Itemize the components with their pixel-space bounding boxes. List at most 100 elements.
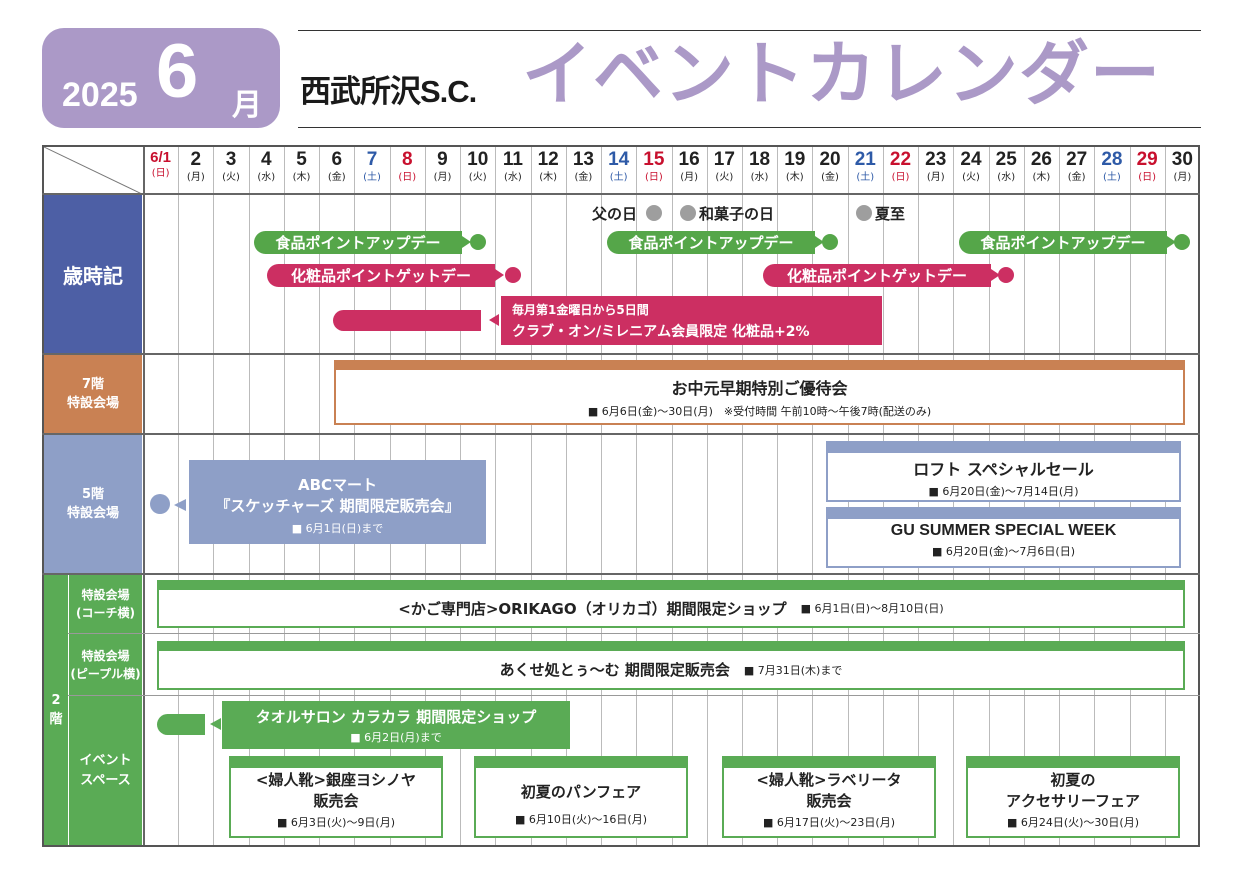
calendar-table (42, 145, 1200, 847)
arrow-icon (210, 718, 221, 730)
month-suffix: 月 (232, 88, 262, 123)
day-grid-line (777, 147, 778, 845)
header-bottom-rule (298, 127, 1201, 128)
club-on-line2: クラブ・オン/ミレニアム会員限定 化粧品+2% (512, 324, 810, 340)
day-weekday: (日) (398, 172, 417, 183)
day-number: 10 (467, 149, 489, 170)
akuse-period: ■ 7月31日(木)まで (743, 663, 843, 677)
day-number: 26 (1030, 149, 1052, 170)
ochugen-title: お中元早期特別ご優待会 (671, 379, 848, 398)
row-label-5f: 5階 特設会場 (44, 435, 142, 573)
cosme-point-dot-2 (998, 267, 1014, 283)
abc-mart-event: ABCマート 『スケッチャーズ 期間限定販売会』 ■ 6月1日(日)まで (189, 460, 486, 544)
loft-period: ■ 6月20日(金)～7月14日(月) (928, 485, 1079, 498)
day-grid-line (707, 147, 708, 845)
yoshinoya-title: <婦人靴>銀座ヨシノヤ (255, 771, 417, 789)
day-number: 17 (713, 149, 735, 170)
cosme-point-day-2: 化粧品ポイントゲットデー (763, 264, 991, 287)
day-weekday: (月) (433, 172, 452, 183)
abc-mart-dot (150, 494, 170, 514)
day-weekday: (火) (962, 172, 980, 183)
month-number: 6 (156, 29, 199, 114)
day-number: 29 (1136, 149, 1158, 170)
day-weekday: (月) (680, 172, 699, 183)
day-header-cell: 7(土) (354, 150, 389, 183)
day-header-cell: 22 (日) (883, 150, 918, 183)
day-number: 7 (366, 149, 378, 170)
day-header-cell: 27 (金) (1059, 150, 1094, 183)
abc-mart-subtitle: 『スケッチャーズ 期間限定販売会』 (215, 497, 460, 515)
arrow-icon (1167, 236, 1176, 248)
towel-salon-box: タオルサロン カラカラ 期間限定ショップ ■ 6月2日(月)まで (222, 701, 570, 749)
row-label-2f-people: 特設会場 (ピープル横) (69, 634, 142, 695)
day-header-cell: 29(日) (1130, 150, 1165, 183)
orikago-event: <かご専門店>ORIKAGO（オリカゴ）期間限定ショップ ■ 6月1日(日)～8… (157, 580, 1185, 628)
day-header-cell: 24 (火) (953, 150, 988, 183)
towel-salon-title: タオルサロン カラカラ 期間限定ショップ (255, 708, 537, 726)
day-number: 5 (296, 149, 307, 170)
abc-mart-period: ■ 6月1日(日)まで (291, 522, 384, 535)
day-weekday: (水) (257, 172, 276, 183)
day-header-cell: 2 (月) (178, 150, 213, 183)
geshi-dot (856, 205, 872, 221)
day-number: 6/1 (150, 149, 172, 166)
gu-title: GU SUMMER SPECIAL WEEK (890, 522, 1117, 539)
food-point-day-2: 食品ポイントアップデー (607, 231, 815, 254)
accessory-fair-title: 初夏の (1050, 771, 1096, 789)
day-number: 12 (537, 149, 559, 170)
day-weekday: (火) (468, 172, 487, 183)
day-number: 6 (331, 149, 343, 170)
day-header-cell: 26 (木) (1024, 150, 1059, 183)
header-top-rule (298, 30, 1201, 31)
day-number: 2 (190, 149, 202, 170)
arrow-icon (495, 269, 504, 281)
day-weekday: (水) (997, 172, 1016, 183)
day-number: 30 (1171, 149, 1193, 170)
cosme-point-day-1: 化粧品ポイントゲットデー (267, 264, 495, 287)
day-weekday: (火) (715, 172, 734, 183)
abc-mart-title: ABCマート (297, 476, 378, 494)
day-number: 27 (1066, 149, 1088, 170)
row-label-7f: 7階 特設会場 (44, 355, 142, 433)
pan-fair-period: ■ 6月10日(火)～16日(月) (514, 813, 648, 826)
wagashi-day-dot (680, 205, 696, 221)
day-weekday: (水) (750, 172, 769, 183)
day-weekday: (日) (891, 172, 910, 183)
day-header-cell: 13(金) (566, 150, 601, 183)
day-number: 25 (995, 149, 1017, 170)
day-weekday: (木) (1032, 172, 1051, 183)
cosme-point-dot-1 (505, 267, 521, 283)
day-header-cell: 6(金) (319, 150, 354, 183)
day-number: 9 (437, 149, 448, 170)
day-weekday: (月) (926, 172, 945, 183)
yoshinoya-subtitle: 販売会 (313, 792, 359, 810)
arrow-icon (489, 314, 499, 326)
laberita-event: <婦人靴>ラベリータ 販売会 ■ 6月17日(火)～23日(月) (722, 756, 936, 838)
day-weekday: (日) (151, 168, 170, 179)
accessory-fair-subtitle: アクセサリーフェア (1005, 792, 1141, 810)
day-weekday: (土) (856, 172, 875, 183)
day-header-cell: 15(日) (636, 150, 671, 183)
day-weekday: (金) (574, 172, 593, 183)
day-grid-line (495, 147, 496, 845)
day-header-cell: 8(日) (390, 150, 425, 183)
day-number: 24 (960, 149, 982, 170)
day-number: 14 (608, 149, 630, 170)
day-grid-line (601, 147, 602, 845)
laberita-subtitle: 販売会 (806, 792, 852, 810)
day-number: 22 (889, 149, 912, 170)
laberita-title: <婦人靴>ラベリータ (756, 771, 902, 789)
gu-week-event: GU SUMMER SPECIAL WEEK ■ 6月20日(金)～7月6日(日… (826, 507, 1181, 568)
day-weekday: (木) (785, 172, 804, 183)
day-weekday: (金) (821, 172, 839, 183)
day-header-cell: 10 (火) (460, 150, 495, 183)
day-header-cell: 25 (水) (989, 150, 1024, 183)
day-weekday: (月) (1173, 172, 1192, 183)
day-number: 19 (784, 149, 806, 170)
akuse-event: あくせ処とぅ～む 期間限定販売会 ■ 7月31日(木)まで (157, 641, 1185, 690)
row-label-2f-coach: 特設会場 (コーチ横) (69, 575, 142, 633)
row-separator (42, 433, 1200, 435)
year-label: 2025 (62, 76, 138, 114)
day-weekday: (月) (186, 172, 205, 183)
day-weekday: (金) (1067, 172, 1086, 183)
